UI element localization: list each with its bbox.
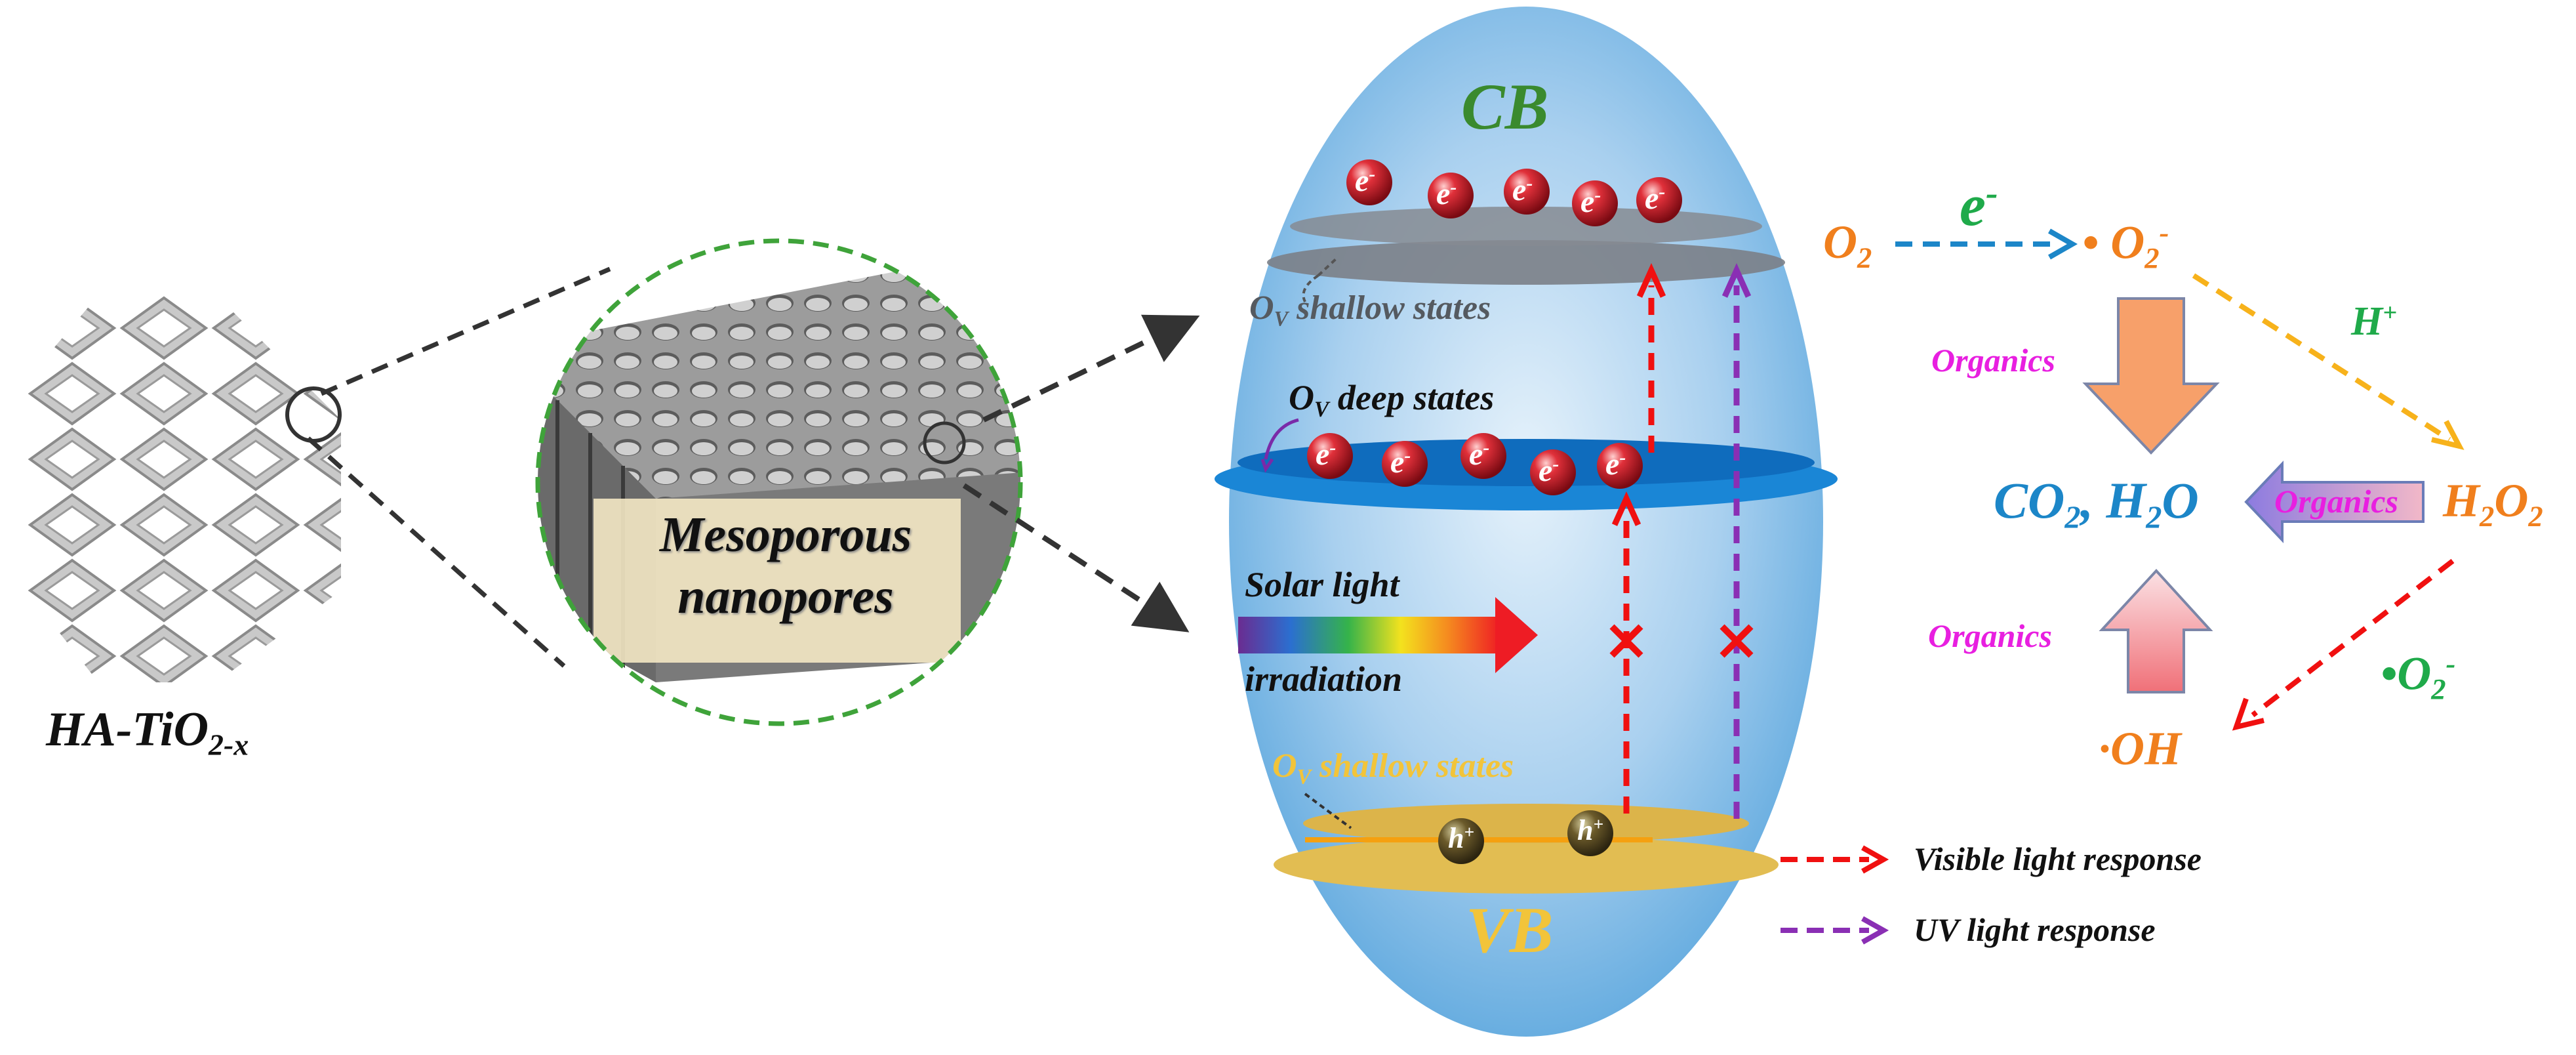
band-structure-ellipse: [1215, 7, 1838, 1037]
ov-shallow-lower-label: OV shallow states: [1272, 747, 1514, 789]
h2o2-label: H2O2: [2443, 474, 2543, 533]
cb-electrons: [1346, 159, 1682, 226]
organics-label-arrow: Organics: [2274, 483, 2398, 520]
electron-label: e-: [1512, 172, 1533, 207]
hole-label: h+: [1448, 822, 1475, 854]
zoom-circle-small: [923, 421, 966, 465]
electron-label: e-: [1436, 176, 1457, 211]
hole-label: h+: [1577, 814, 1604, 846]
ha-tio2-lattice: [26, 295, 342, 682]
organics-up-arrow: [2099, 569, 2213, 693]
electron-label: e-: [1469, 436, 1490, 472]
zoom-lines-left: [306, 266, 611, 668]
legend-visible-label: Visible light response: [1914, 840, 2202, 877]
mesoporous-circle: [535, 238, 1023, 726]
pores-line-1: Mesoporous: [659, 507, 912, 562]
solar-light-arrow: [1238, 597, 1538, 673]
vb-label: VB: [1466, 894, 1554, 966]
organics-left-arrow: [2244, 460, 2425, 544]
hydroxyl-radical-label: ·OH: [2099, 722, 2181, 775]
reaction-arrows: [1895, 241, 2455, 718]
organics-down-arrow: [2082, 297, 2220, 455]
ov-shallow-upper-label: OV shallow states: [1249, 289, 1491, 331]
electron-label: e-: [1645, 180, 1666, 216]
h-plus-label: H+: [2351, 299, 2398, 344]
electron-label: e-: [1316, 436, 1337, 472]
reaction-electron-label: e-: [1960, 173, 1998, 238]
legend-lines: [1781, 845, 1889, 945]
electron-label: e-: [1355, 163, 1376, 198]
electron-label: e-: [1605, 446, 1626, 482]
pores-line-2: nanopores: [677, 569, 894, 624]
superoxide-label-2: •O2-: [2381, 647, 2456, 705]
excitation-arrowheads: [1611, 263, 1752, 526]
electron-label: e-: [1539, 453, 1560, 488]
organics-label-bottom: Organics: [1928, 617, 2052, 654]
material-label: HA-TiO2-x: [46, 703, 249, 762]
solar-light-label: Solar light: [1245, 565, 1399, 604]
pores-label: Mesoporous nanopores: [615, 504, 956, 627]
ov-deep-label: OV deep states: [1289, 378, 1495, 422]
electron-label: e-: [1580, 184, 1601, 219]
vb-holes: [1438, 810, 1613, 864]
blocked-transition-marks: [1609, 624, 1754, 658]
irradiation-label: irradiation: [1245, 659, 1403, 699]
reaction-arrowheads: [2048, 228, 2465, 731]
o2-label: O2: [1823, 216, 1872, 274]
excitation-arrows: [1623, 285, 1740, 819]
zoom-lines-right: [962, 314, 1200, 632]
cb-label: CB: [1461, 70, 1549, 143]
pointer-arrows: [1260, 256, 1352, 829]
products-label: CO2, H2O: [1994, 472, 2199, 535]
deep-state-electrons: [1307, 433, 1643, 495]
organics-label-top: Organics: [1931, 342, 2055, 379]
legend-uv-label: UV light response: [1914, 911, 2156, 948]
electron-label: e-: [1390, 444, 1411, 480]
superoxide-label: • O2-: [2082, 216, 2169, 274]
